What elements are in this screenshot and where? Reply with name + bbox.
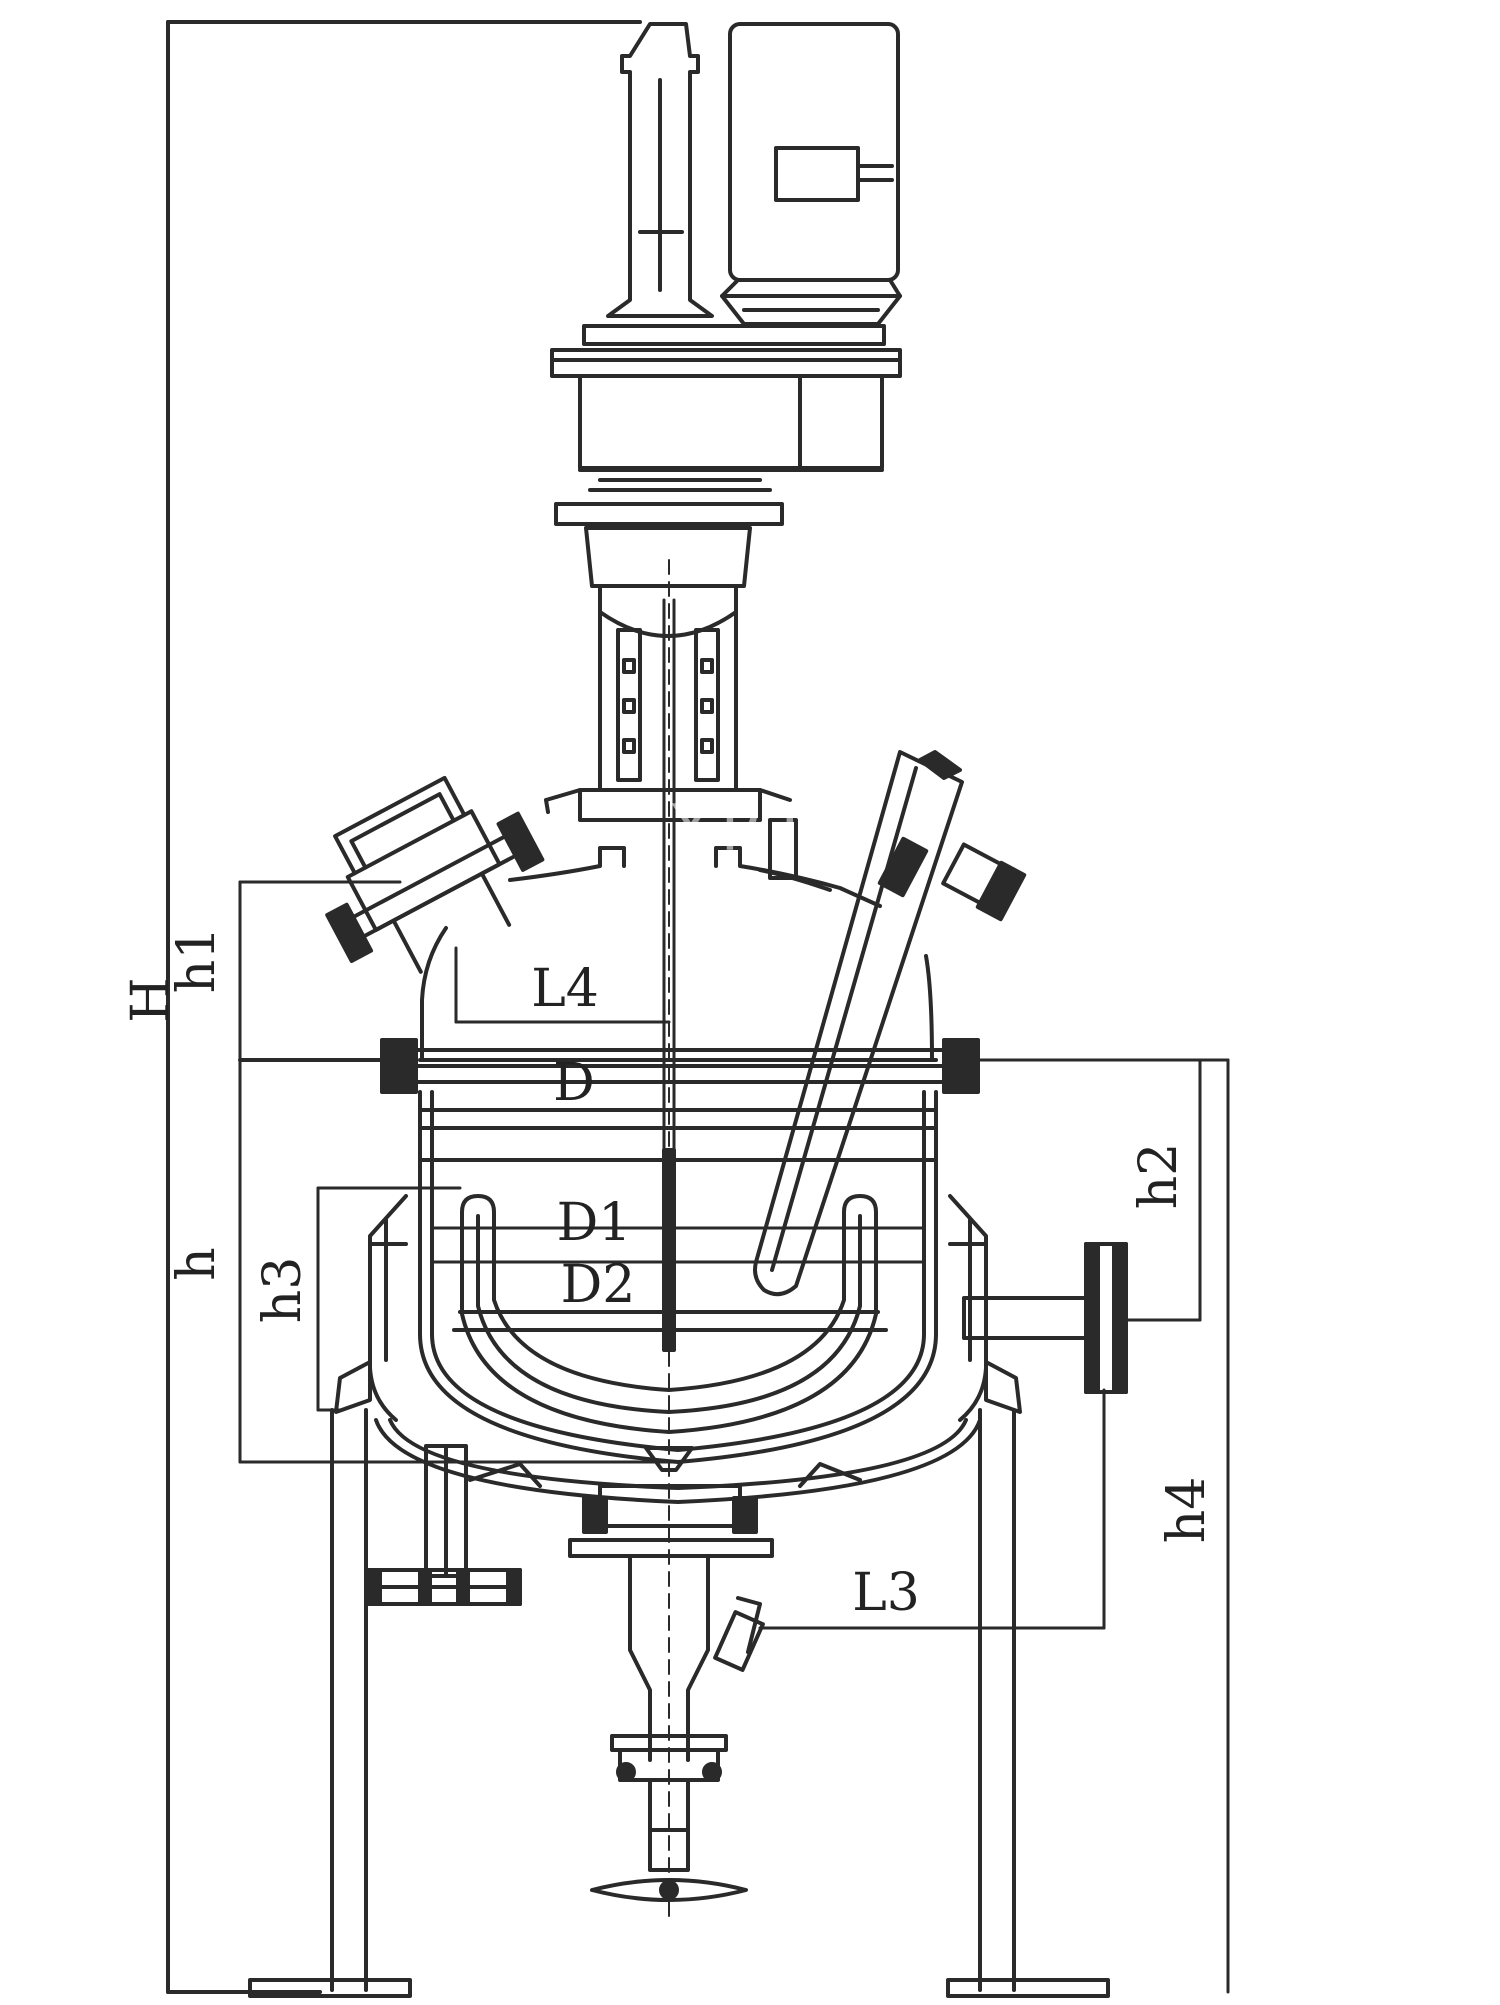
- gearbox-icon: [550, 22, 902, 588]
- motor-icon: [720, 22, 902, 326]
- label-h4: h4: [1157, 1477, 1217, 1544]
- support-legs: [248, 1408, 1110, 1998]
- heating-jacket: [334, 1194, 1022, 1504]
- valve-icon: [568, 1446, 774, 1902]
- dip-tube: [753, 750, 1027, 1297]
- watermark: YRTM: [670, 792, 884, 866]
- mechanical-seal: [544, 584, 792, 822]
- vessel-top-head: [418, 818, 938, 1062]
- label-H: H: [121, 977, 181, 1022]
- label-L3: L3: [852, 1563, 920, 1623]
- manhole: [325, 775, 545, 974]
- dimension-H-line: [166, 20, 642, 1994]
- label-L4: L4: [531, 959, 599, 1019]
- side-nozzle: [962, 1242, 1128, 1394]
- label-D: D: [553, 1053, 595, 1113]
- label-h1: h1: [167, 927, 227, 994]
- label-h2: h2: [1129, 1143, 1189, 1210]
- label-h: h: [167, 1247, 227, 1281]
- dimension-lines: [238, 880, 1230, 1994]
- body-flange: [238, 1038, 980, 1094]
- label-D1: D1: [557, 1193, 632, 1253]
- anchor-agitator: [452, 1148, 888, 1434]
- label-D2: D2: [561, 1255, 636, 1315]
- label-h3: h3: [253, 1257, 313, 1324]
